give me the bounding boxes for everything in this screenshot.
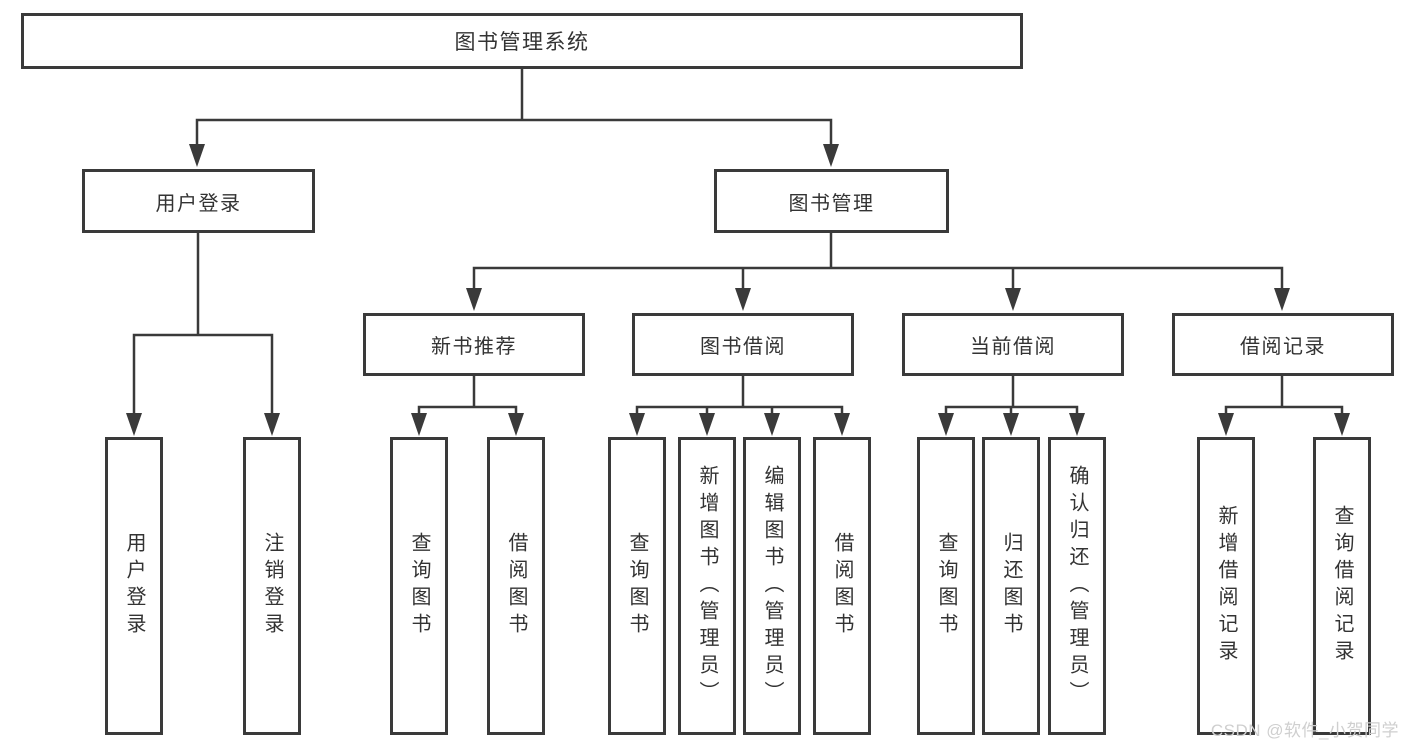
leaf-add-borrow-record: 新增借阅记录 [1197, 437, 1255, 735]
leaf-label: 查询借阅记录 [1331, 505, 1353, 667]
leaf-label: 新增图书（管理员） [696, 464, 718, 708]
leaf-label: 借阅图书 [831, 532, 853, 640]
leaf-label: 归还图书 [1000, 532, 1022, 640]
leaf-query-books-2: 查询图书 [608, 437, 666, 735]
leaf-query-books-3: 查询图书 [917, 437, 975, 735]
csdn-watermark: CSDN @软件_小贺同学 [1210, 721, 1399, 740]
leaf-label: 用户登录 [123, 532, 145, 640]
leaf-label: 查询图书 [408, 532, 430, 640]
node-borrow-records: 借阅记录 [1172, 313, 1394, 376]
leaf-label: 查询图书 [626, 532, 648, 640]
leaf-label: 借阅图书 [505, 532, 527, 640]
node-label: 当前借阅 [970, 336, 1056, 358]
leaf-edit-books-admin: 编辑图书（管理员） [743, 437, 801, 735]
leaf-label: 确认归还（管理员） [1066, 464, 1088, 708]
node-book-borrow: 图书借阅 [632, 313, 854, 376]
leaf-label: 新增借阅记录 [1215, 505, 1237, 667]
leaf-add-books-admin: 新增图书（管理员） [678, 437, 736, 735]
leaf-user-login: 用户登录 [105, 437, 163, 735]
leaf-label: 注销登录 [261, 532, 283, 640]
leaf-label: 查询图书 [935, 532, 957, 640]
node-user-login: 用户登录 [82, 169, 315, 233]
leaf-borrow-books-1: 借阅图书 [487, 437, 545, 735]
leaf-label: 编辑图书（管理员） [761, 464, 783, 708]
leaf-confirm-return-admin: 确认归还（管理员） [1048, 437, 1106, 735]
leaf-logout: 注销登录 [243, 437, 301, 735]
leaf-return-books: 归还图书 [982, 437, 1040, 735]
leaf-borrow-books-2: 借阅图书 [813, 437, 871, 735]
node-label: 图书管理 [788, 192, 875, 215]
node-current-borrow: 当前借阅 [902, 313, 1124, 376]
node-label: 新书推荐 [431, 336, 517, 358]
node-label: 用户登录 [155, 192, 242, 215]
node-label: 图书借阅 [700, 336, 786, 358]
node-label: 借阅记录 [1240, 336, 1326, 358]
node-book-management: 图书管理 [714, 169, 949, 233]
node-library-management-system: 图书管理系统 [21, 13, 1023, 69]
leaf-query-borrow-record: 查询借阅记录 [1313, 437, 1371, 735]
node-label: 图书管理系统 [454, 31, 590, 54]
node-new-book-recommend: 新书推荐 [363, 313, 585, 376]
leaf-query-books-1: 查询图书 [390, 437, 448, 735]
